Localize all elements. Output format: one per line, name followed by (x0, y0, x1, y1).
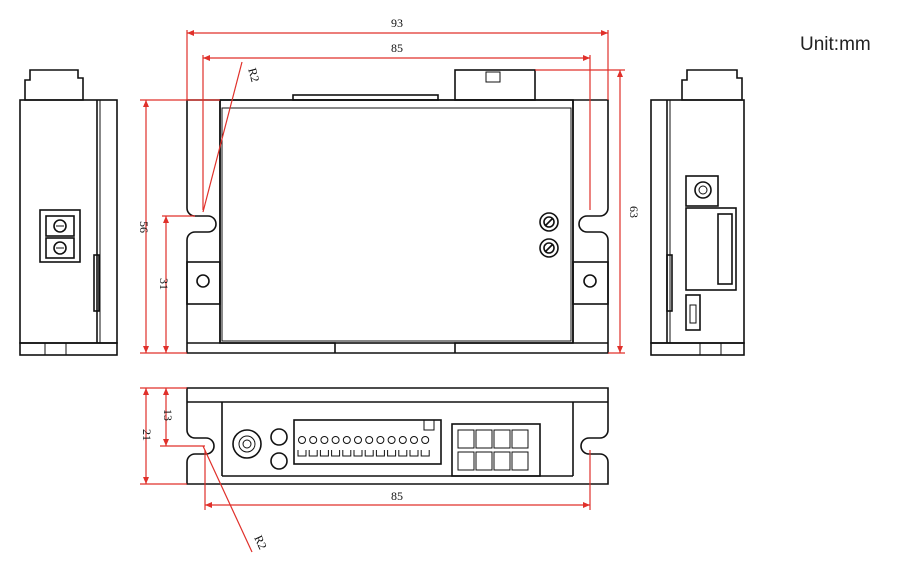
dimension-bottom-depth-inner: 13 (160, 388, 205, 447)
potentiometer-1 (539, 212, 559, 232)
header-pin (410, 436, 418, 444)
dimension-radius-bottom: R2 (202, 445, 270, 553)
header-pin (320, 436, 329, 444)
dimension-radius-top: R2 (202, 61, 262, 213)
potentiometer-2 (539, 238, 559, 258)
header-pin-tab (308, 450, 318, 457)
dimension-hole-height: 31 (157, 215, 195, 353)
dim-r2-top-label: R2 (245, 66, 262, 83)
header-pin (365, 436, 374, 444)
power-connector (451, 423, 541, 477)
front-view (186, 69, 609, 354)
header-pin-tab (364, 450, 374, 457)
bottom-view (186, 387, 609, 485)
dim-13-label: 13 (161, 409, 175, 421)
dimension-overall-height: 63 (535, 69, 641, 354)
pin-header (293, 419, 442, 465)
left-side-view (19, 69, 118, 356)
header-pin-tab (398, 450, 408, 457)
bottom-dip-switch (232, 429, 262, 459)
header-pin (354, 436, 362, 444)
dimension-bottom-depth-outer: 21 (140, 387, 187, 485)
dim-31-label: 31 (157, 278, 171, 290)
header-pin-tab (331, 450, 341, 457)
dim-63-label: 63 (627, 206, 641, 218)
header-pin-tab (409, 450, 419, 457)
dimension-hole-spacing-bottom: 85 (204, 450, 591, 510)
header-pin-tab (375, 450, 385, 457)
header-pin-tab (387, 450, 397, 457)
header-pin-tab (297, 450, 307, 457)
header-pin (309, 436, 318, 444)
dimension-body-height: 56 (137, 99, 220, 354)
header-pin-tab (420, 450, 430, 457)
header-pin (331, 436, 340, 444)
dim-93-label: 93 (391, 16, 403, 30)
right-side-view (650, 69, 745, 356)
header-pin (298, 436, 306, 444)
header-pin-tab (353, 450, 363, 457)
header-pin (387, 436, 396, 444)
dim-21-label: 21 (140, 429, 154, 441)
unit-label: Unit:mm (800, 34, 871, 55)
header-pin-tab (319, 450, 329, 457)
dimension-overall-width: 93 (186, 16, 609, 100)
dimension-hole-spacing-top: 85 (202, 41, 591, 210)
dim-56-label: 56 (137, 221, 151, 233)
header-pin (342, 436, 351, 444)
header-pin (376, 436, 385, 444)
dim-85-bottom-label: 85 (391, 489, 403, 503)
header-pin (421, 436, 430, 444)
terminal-block (39, 209, 81, 263)
header-pin-tab (342, 450, 352, 457)
dim-85-top-label: 85 (391, 41, 403, 55)
header-pin (398, 436, 407, 444)
dim-r2-bottom-label: R2 (251, 533, 270, 552)
